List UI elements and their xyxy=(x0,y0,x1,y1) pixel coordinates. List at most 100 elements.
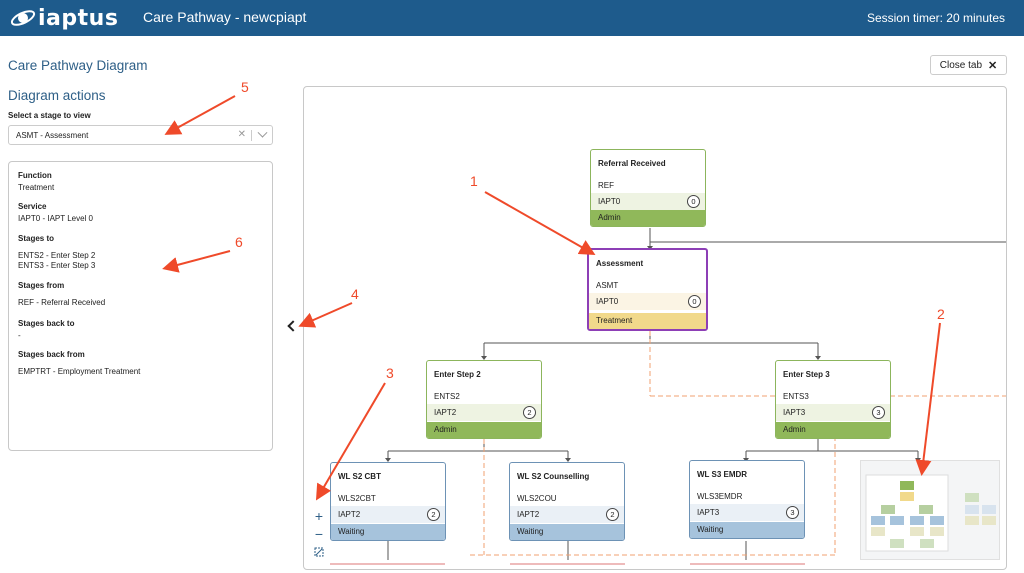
node-count-badge: 0 xyxy=(687,195,700,208)
fit-view-icon[interactable] xyxy=(311,544,327,560)
node-service: IAPT3 xyxy=(697,508,720,517)
node-function-bar: Waiting xyxy=(510,524,624,540)
stage-node-wl-s2-cbt[interactable]: WL S2 CBT WLS2CBT IAPT2 2 Waiting xyxy=(330,462,446,541)
node-title: Referral Received xyxy=(598,159,666,168)
stages-back-to-label: Stages back to xyxy=(18,319,75,328)
node-title: WL S2 Counselling xyxy=(517,472,590,481)
close-tab-button[interactable]: Close tab ✕ xyxy=(930,55,1007,75)
stage-node-assessment[interactable]: Assessment ASMT IAPT0 0 Treatment xyxy=(587,248,708,331)
stage-select[interactable]: ASMT - Assessment ✕ xyxy=(8,125,273,145)
node-code: WLS2CBT xyxy=(338,494,376,503)
node-service-row: IAPT0 0 xyxy=(589,293,706,310)
stages-back-to-value: - xyxy=(18,331,21,340)
diagram-actions-title: Diagram actions xyxy=(8,88,106,103)
stage-node-wl-s2-counselling[interactable]: WL S2 Counselling WLS2COU IAPT2 2 Waiting xyxy=(509,462,625,541)
app-title: Care Pathway - newcpiapt xyxy=(143,9,307,25)
node-function: Waiting xyxy=(697,525,724,534)
node-function: Waiting xyxy=(338,527,365,536)
diagram-minimap[interactable] xyxy=(860,460,1000,560)
node-function-bar: Admin xyxy=(427,422,541,438)
node-code: ENTS2 xyxy=(434,392,460,401)
stage-node-wl-s3-emdr[interactable]: WL S3 EMDR WLS3EMDR IAPT3 3 Waiting xyxy=(689,460,805,539)
annotation-label-2: 2 xyxy=(937,306,945,322)
node-service: IAPT2 xyxy=(517,510,540,519)
select-separator xyxy=(251,130,252,141)
node-code: WLS2COU xyxy=(517,494,557,503)
node-count-badge: 2 xyxy=(427,508,440,521)
stages-from-section: Stages from REF - Referral Received xyxy=(18,281,105,307)
node-count-badge: 3 xyxy=(786,506,799,519)
page-title: Care Pathway Diagram xyxy=(8,58,148,73)
stages-to-label: Stages to xyxy=(18,234,55,243)
stage-select-label: Select a stage to view xyxy=(8,111,91,120)
zoom-out-button[interactable]: − xyxy=(314,526,324,542)
node-code: REF xyxy=(598,181,614,190)
annotation-label-6: 6 xyxy=(235,234,243,250)
node-code: ASMT xyxy=(596,281,619,290)
stages-back-to-section: Stages back to - xyxy=(18,319,74,340)
node-function-bar: Waiting xyxy=(690,522,804,538)
node-function-bar: Waiting xyxy=(331,524,445,540)
node-function-bar: Admin xyxy=(776,422,890,438)
node-title: Enter Step 2 xyxy=(434,370,481,379)
minimap-preview xyxy=(865,474,996,552)
close-tab-label: Close tab xyxy=(939,59,983,71)
node-service-row: IAPT3 3 xyxy=(776,404,890,421)
stage-select-value: ASMT - Assessment xyxy=(16,131,89,140)
stage-node-referral-received[interactable]: Referral Received REF IAPT0 0 Admin xyxy=(590,149,706,227)
stages-to-section: Stages to ENTS2 - Enter Step 2 ENTS3 - E… xyxy=(18,234,95,270)
zoom-in-button[interactable]: + xyxy=(314,508,324,524)
top-bar: iaptus Care Pathway - newcpiapt Session … xyxy=(0,0,1024,36)
node-function-bar: Treatment xyxy=(589,313,706,329)
annotation-label-3: 3 xyxy=(386,365,394,381)
stage-node-enter-step-2[interactable]: Enter Step 2 ENTS2 IAPT2 2 Admin xyxy=(426,360,542,439)
function-section: Function Treatment xyxy=(18,171,54,192)
service-section: Service IAPT0 - IAPT Level 0 xyxy=(18,202,93,223)
close-icon: ✕ xyxy=(988,59,998,72)
node-service-row: IAPT0 0 xyxy=(591,193,705,210)
node-count-badge: 0 xyxy=(688,295,701,308)
stages-back-from-section: Stages back from EMPTRT - Employment Tre… xyxy=(18,350,140,376)
chevron-down-icon[interactable] xyxy=(257,127,268,138)
function-label: Function xyxy=(18,171,52,180)
node-function: Waiting xyxy=(517,527,544,536)
node-title: Enter Step 3 xyxy=(783,370,830,379)
service-value: IAPT0 - IAPT Level 0 xyxy=(18,214,93,223)
stages-from-value: REF - Referral Received xyxy=(18,298,106,307)
node-function: Treatment xyxy=(596,316,633,325)
node-function: Admin xyxy=(598,213,621,222)
iaptus-logo[interactable]: iaptus xyxy=(10,3,118,33)
annotation-label-1: 1 xyxy=(470,173,478,189)
collapse-sidebar-chevron-icon[interactable] xyxy=(286,319,296,333)
node-service: IAPT0 xyxy=(596,297,619,306)
node-service: IAPT2 xyxy=(434,408,457,417)
node-service-row: IAPT2 2 xyxy=(331,506,445,523)
node-service: IAPT0 xyxy=(598,197,621,206)
node-count-badge: 2 xyxy=(606,508,619,521)
clear-icon[interactable]: ✕ xyxy=(237,129,246,140)
node-service: IAPT3 xyxy=(783,408,806,417)
node-count-badge: 2 xyxy=(523,406,536,419)
node-function: Admin xyxy=(783,425,806,434)
node-service-row: IAPT2 2 xyxy=(427,404,541,421)
node-service: IAPT2 xyxy=(338,510,361,519)
node-title: WL S3 EMDR xyxy=(697,470,748,479)
node-code: WLS3EMDR xyxy=(697,492,743,501)
function-value: Treatment xyxy=(18,183,55,192)
stages-from-label: Stages from xyxy=(18,281,65,290)
node-service-row: IAPT2 2 xyxy=(510,506,624,523)
annotation-label-5: 5 xyxy=(241,79,249,95)
node-count-badge: 3 xyxy=(872,406,885,419)
logo-icon xyxy=(10,10,36,26)
node-title: Assessment xyxy=(596,259,644,268)
node-title: WL S2 CBT xyxy=(338,472,381,481)
node-function: Admin xyxy=(434,425,457,434)
node-service-row: IAPT3 3 xyxy=(690,504,804,521)
annotation-label-4: 4 xyxy=(351,286,359,302)
stages-back-from-value: EMPTRT - Employment Treatment xyxy=(18,367,141,376)
stages-back-from-label: Stages back from xyxy=(18,350,85,359)
stages-to-item: ENTS2 - Enter Step 2 xyxy=(18,251,96,260)
logo-text: iaptus xyxy=(38,5,119,31)
node-function-bar: Admin xyxy=(591,210,705,226)
